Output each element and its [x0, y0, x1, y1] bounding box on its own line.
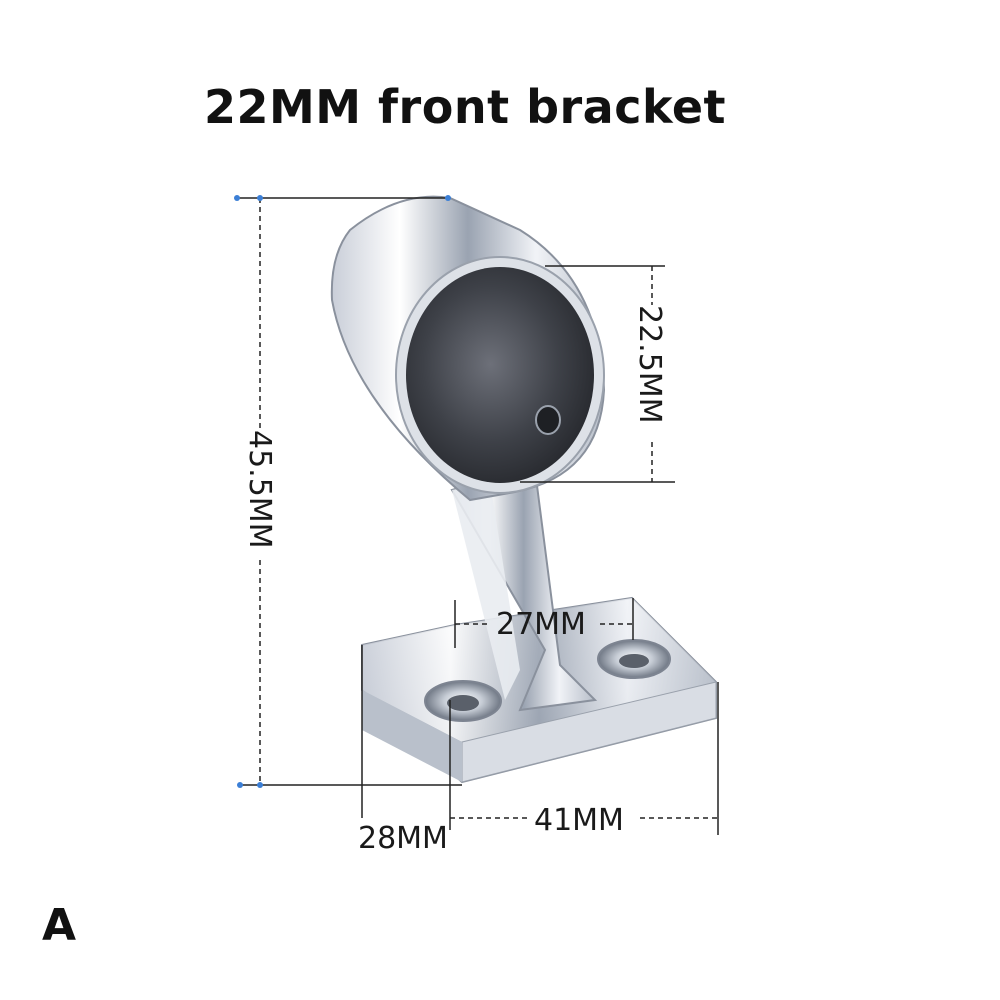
dimension-lines	[237, 197, 719, 835]
dimension-endpoints	[234, 195, 451, 788]
product-title: 22MM front bracket	[203, 80, 727, 134]
mounting-hole-right	[597, 639, 671, 679]
dim-height-label: 45.5MM	[242, 430, 277, 549]
dim-base-length-label: 41MM	[534, 803, 624, 838]
dim-hole-spacing-label: 27MM	[496, 607, 586, 642]
tube-socket	[330, 195, 606, 502]
mounting-hole-left	[424, 680, 502, 722]
variant-label: A	[42, 900, 77, 951]
dim-tube-diameter-label: 22.5MM	[632, 305, 667, 424]
dim-base-width-label: 28MM	[358, 821, 448, 856]
